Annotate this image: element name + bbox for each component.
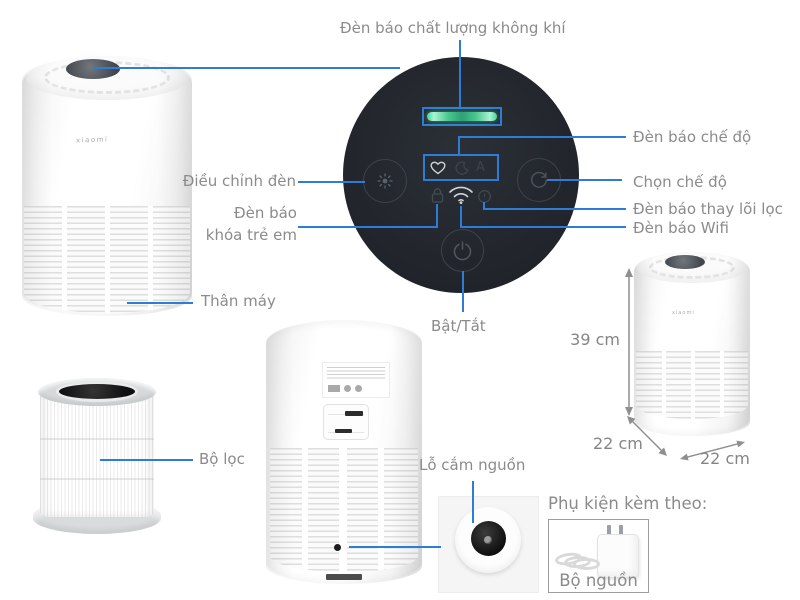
power-socket-hole [471, 521, 506, 556]
power-socket-closeup-image [438, 496, 539, 593]
mode-indicator-frame [423, 154, 499, 181]
height-dimension-label: 39 cm [570, 330, 620, 349]
filter-carbon-core [56, 381, 138, 402]
width-dimension-label: 22 cm [700, 449, 750, 468]
lock-icon [431, 188, 444, 203]
auto-mode-letter: A [476, 160, 485, 175]
line-panel-location [94, 67, 400, 69]
line-filter-part [100, 459, 193, 461]
purifier-front-image: xiaomi [22, 56, 192, 316]
line-power-toggle [462, 271, 464, 312]
purifier-dimensions-image: xiaomi [634, 252, 750, 436]
line-wifi-h [460, 226, 626, 228]
spec-sticker [322, 362, 390, 398]
power-icon [453, 241, 472, 261]
line-air-quality [459, 40, 461, 108]
line-select-mode [547, 179, 622, 181]
select-mode-label: Chọn chế độ [633, 173, 727, 191]
power-adapter-label: Bộ nguồn [559, 571, 638, 590]
accessories-title: Phụ kiện kèm theo: [548, 494, 708, 513]
filter-replace-label: Đèn báo thay lõi lọc [633, 200, 783, 218]
wifi-label: Đèn báo Wifi [633, 219, 729, 237]
brightness-icon [377, 173, 393, 189]
brightness-button [363, 159, 407, 203]
power-socket-dot [334, 544, 341, 551]
air-quality-label: Đèn báo chất lượng không khí [340, 19, 566, 37]
width-dimension-arrow [680, 440, 745, 461]
purifier-top-panel-glass [66, 59, 120, 79]
line-mode-indicator-h [458, 136, 626, 138]
power-button [441, 229, 484, 272]
purifier-air-vents [24, 206, 190, 313]
line-mode-indicator-v [458, 136, 460, 156]
line-adjust-light [298, 181, 365, 183]
wifi-icon [449, 186, 473, 204]
purifier-back-image [266, 320, 422, 584]
adjust-light-label: Điều chỉnh đèn [182, 172, 296, 190]
filter-label: Bộ lọc [199, 450, 245, 468]
body-label: Thân máy [201, 292, 276, 310]
air-quality-led-bar [427, 112, 497, 121]
line-filter-replace-v [483, 202, 485, 210]
air-quality-led-frame [422, 107, 502, 126]
power-toggle-label: Bật/Tắt [431, 317, 486, 335]
back-access-panel [323, 404, 369, 440]
line-socket-h [349, 546, 441, 548]
line-child-lock-v [436, 204, 438, 228]
power-adapter-image [597, 534, 639, 578]
back-air-vents [270, 448, 418, 572]
heart-icon [430, 161, 446, 175]
depth-dimension-arrow [627, 416, 667, 456]
line-socket-v [472, 481, 474, 523]
line-filter-replace-h [483, 208, 626, 210]
filter-pleats [40, 391, 154, 517]
filter-image [33, 378, 161, 535]
line-wifi-v [460, 206, 462, 228]
line-body [127, 302, 193, 304]
line-child-lock-h [298, 226, 438, 228]
child-lock-label: Đèn báo khóa trẻ em [205, 204, 297, 244]
moon-icon [455, 161, 469, 175]
base-label-bar [326, 574, 362, 580]
accessory-box: Bộ nguồn [548, 519, 649, 593]
refresh-icon [531, 171, 547, 188]
power-socket-label: Lỗ cắm nguồn [419, 456, 526, 474]
depth-dimension-label: 22 cm [593, 434, 643, 453]
mode-indicator-label: Đèn báo chế độ [633, 128, 752, 146]
height-dimension-arrow [625, 268, 633, 416]
